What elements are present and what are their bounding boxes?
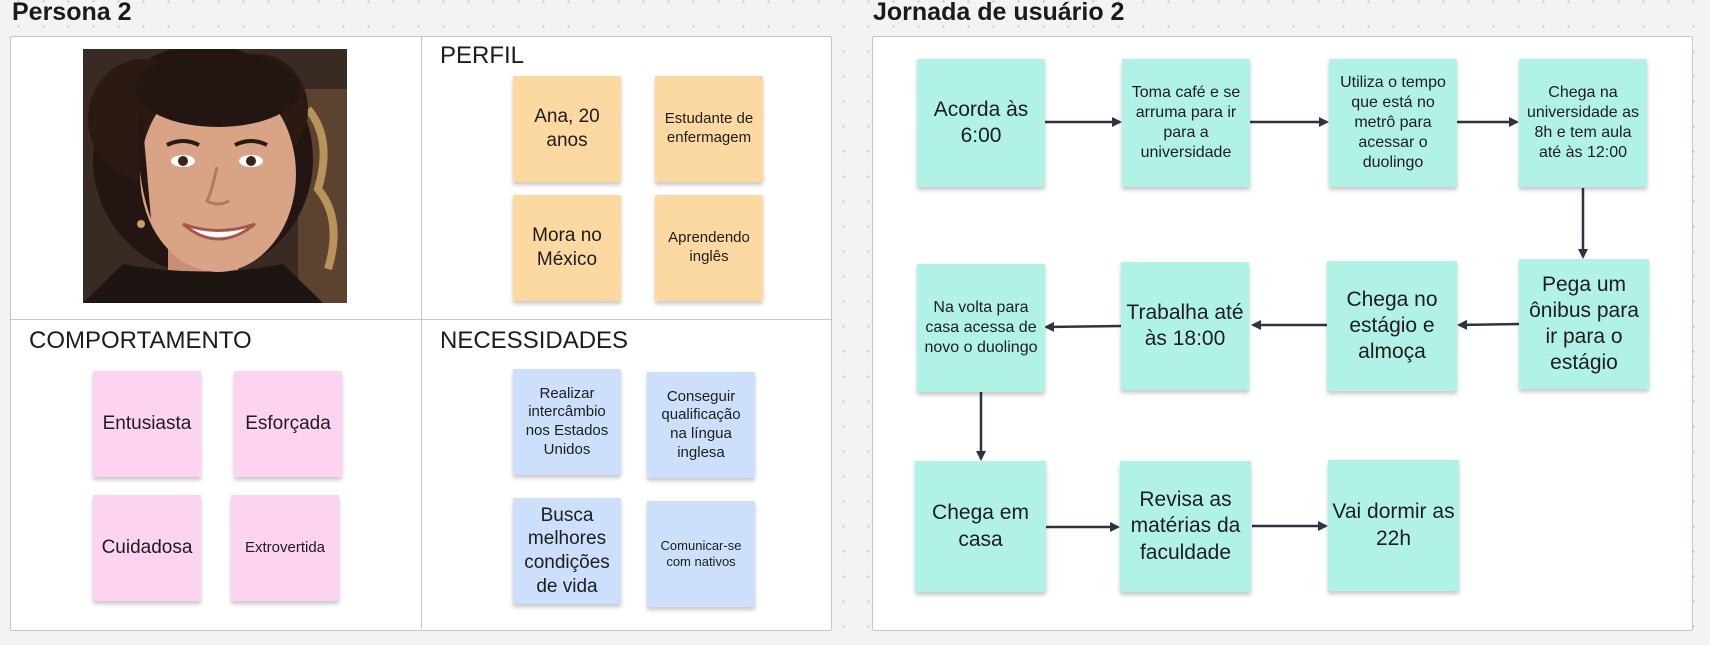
arrow-step7-to-step8 <box>1044 321 1122 332</box>
jornada-step-10[interactable]: Revisa as matérias da faculdade <box>1120 461 1251 592</box>
necessidades-note-intercambio[interactable]: Realizar intercâmbio nos Estados Unidos <box>513 369 621 475</box>
jornada-frame-title: Jornada de usuário 2 <box>873 0 1125 26</box>
jornada-step-4[interactable]: Chega na universidade as 8h e tem aula a… <box>1519 59 1647 187</box>
jornada-step-2[interactable]: Toma café e se arruma para ir para a uni… <box>1122 59 1250 187</box>
necessidades-note-comunicar[interactable]: Comunicar-se com nativos <box>647 501 755 607</box>
comportamento-section-label: COMPORTAMENTO <box>29 327 252 354</box>
comportamento-note-cuidadosa[interactable]: Cuidadosa <box>93 495 201 601</box>
necessidades-note-condicoes[interactable]: Busca melhores condições de vida <box>513 498 621 604</box>
perfil-note-occupation[interactable]: Estudante de enfermagem <box>655 76 763 182</box>
necessidades-section-label: NECESSIDADES <box>440 327 629 354</box>
persona-vertical-divider <box>421 37 422 629</box>
jornada-step-6[interactable]: Chega no estágio e almoça <box>1327 261 1457 391</box>
perfil-section-label: PERFIL <box>440 42 525 69</box>
comportamento-note-entusiasta[interactable]: Entusiasta <box>93 371 201 477</box>
persona-frame-title: Persona 2 <box>12 0 132 26</box>
jornada-step-9[interactable]: Chega em casa <box>915 461 1046 592</box>
jornada-step-3[interactable]: Utiliza o tempo que está no metrô para a… <box>1329 59 1457 187</box>
persona-photo[interactable] <box>83 49 347 303</box>
comportamento-note-esforcada[interactable]: Esforçada <box>234 371 342 477</box>
arrow-step5-to-step6 <box>1457 319 1520 330</box>
necessidades-note-qualificacao[interactable]: Conseguir qualificação na língua inglesa <box>647 372 755 478</box>
jornada-step-7[interactable]: Trabalha até às 18:00 <box>1121 262 1249 390</box>
perfil-note-learning[interactable]: Aprendendo inglês <box>655 195 763 301</box>
jornada-step-1[interactable]: Acorda às 6:00 <box>917 59 1045 187</box>
perfil-note-location[interactable]: Mora no México <box>513 195 621 301</box>
jornada-step-11[interactable]: Vai dormir as 22h <box>1328 460 1459 591</box>
jornada-step-5[interactable]: Pega um ônibus para ir para o estágio <box>1519 259 1649 389</box>
comportamento-note-extrovertida[interactable]: Extrovertida <box>231 495 339 601</box>
perfil-note-name-age[interactable]: Ana, 20 anos <box>513 76 621 182</box>
persona-horizontal-divider <box>11 319 831 320</box>
persona-portrait-image <box>83 49 347 303</box>
jornada-step-8[interactable]: Na volta para casa acessa de novo o duol… <box>917 264 1045 392</box>
